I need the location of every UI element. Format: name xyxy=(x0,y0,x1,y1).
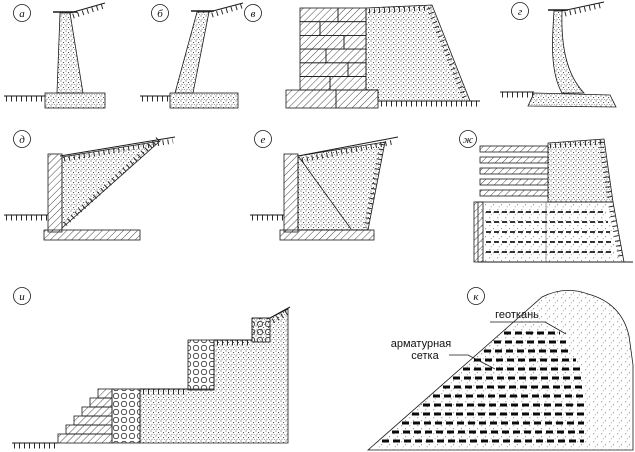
figure-zh: ж xyxy=(459,130,633,263)
figure-e-label-circle xyxy=(254,130,272,148)
figure-zh-label: ж xyxy=(463,134,474,146)
figure-b: б xyxy=(140,2,244,109)
wall-g-footing xyxy=(527,92,617,108)
slope-line-e xyxy=(297,136,399,157)
slope-line-i xyxy=(269,306,291,319)
reinforcement-layers-k xyxy=(382,331,584,443)
figure-d: д xyxy=(4,130,176,241)
figure-v-label-circle xyxy=(244,4,262,22)
figure-i-label: и xyxy=(19,291,25,303)
gabion-column-1-i xyxy=(111,388,141,444)
mesh-label-line2: сетка xyxy=(411,350,439,362)
slip-line-e xyxy=(298,156,352,230)
figure-a-label-circle xyxy=(13,4,31,22)
facing-panel-lower-zh xyxy=(473,201,484,263)
backfill-soil-e xyxy=(297,141,386,231)
reinforced-soil-upper-zh xyxy=(547,138,614,203)
wall-e-stem xyxy=(283,153,299,233)
slope-line-b xyxy=(208,2,244,13)
wall-b-footing xyxy=(169,92,239,109)
slope-line-g xyxy=(561,1,605,12)
figure-i: и xyxy=(12,287,292,449)
figure-a: а xyxy=(4,2,106,109)
block-wall-v xyxy=(285,7,379,109)
wall-a-footing xyxy=(44,92,106,109)
figure-k-label-circle xyxy=(467,287,485,305)
wall-a-stem xyxy=(56,12,84,94)
wall-d-stem xyxy=(47,153,63,233)
top-surface-hatching-v xyxy=(368,5,430,14)
gabion-column-3-i xyxy=(251,317,271,343)
figure-v: в xyxy=(244,4,480,109)
backfill-soil-v xyxy=(365,4,471,102)
facing-strips-zh xyxy=(479,145,549,197)
figure-g: г xyxy=(500,1,617,108)
figure-e-label: е xyxy=(261,134,266,146)
geotextile-leader xyxy=(490,321,567,335)
figure-v-label: в xyxy=(251,8,256,20)
slope-line-d xyxy=(59,136,176,157)
mesh-label-line1: арматурная xyxy=(391,338,452,350)
slope-hatching-b xyxy=(211,3,243,18)
figure-d-label-circle xyxy=(13,130,31,148)
wall-d-base xyxy=(43,229,141,241)
figure-g-label-circle xyxy=(511,2,529,20)
geotextile-label: геоткань xyxy=(495,309,539,321)
wall-e-base xyxy=(279,229,375,241)
slope-hatching-d xyxy=(63,138,174,162)
figure-zh-label-circle xyxy=(459,130,477,148)
figure-k-label: к xyxy=(473,291,479,303)
figure-g-label: г xyxy=(518,6,523,18)
figure-d-label: д xyxy=(19,134,25,146)
figure-k: к геоткань арматурная сетка xyxy=(366,287,634,451)
figure-b-label: б xyxy=(157,8,163,20)
wall-g-stem xyxy=(552,10,585,94)
slope-hatching-v xyxy=(426,7,469,102)
figure-e: е xyxy=(250,130,399,241)
figure-a-label: а xyxy=(19,8,25,20)
mesh-leader xyxy=(449,354,496,370)
stairs-i xyxy=(57,388,113,444)
gabion-column-2-i xyxy=(187,339,215,391)
slope-line-a xyxy=(69,2,106,14)
wall-b-stem xyxy=(174,11,210,94)
slope-hatching-a xyxy=(72,3,105,19)
figure-i-label-circle xyxy=(13,287,31,305)
mesh-layer-lines-zh xyxy=(486,211,614,253)
slope-hatching-e xyxy=(301,139,395,163)
figure-b-label-circle xyxy=(151,4,169,22)
slope-hatching-lower-zh xyxy=(608,205,624,261)
